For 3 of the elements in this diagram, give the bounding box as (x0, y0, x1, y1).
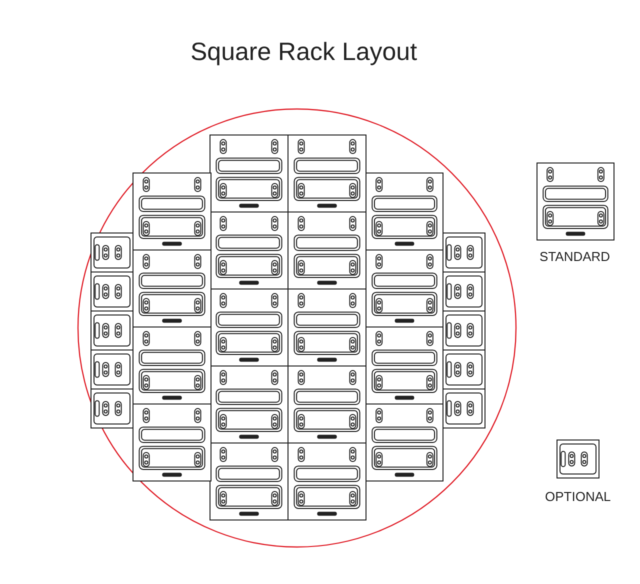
caption-label: OPTIONAL (545, 489, 611, 504)
diagram-title: Square Rack Layout (190, 38, 418, 67)
caption-label: STANDARD (540, 249, 610, 264)
